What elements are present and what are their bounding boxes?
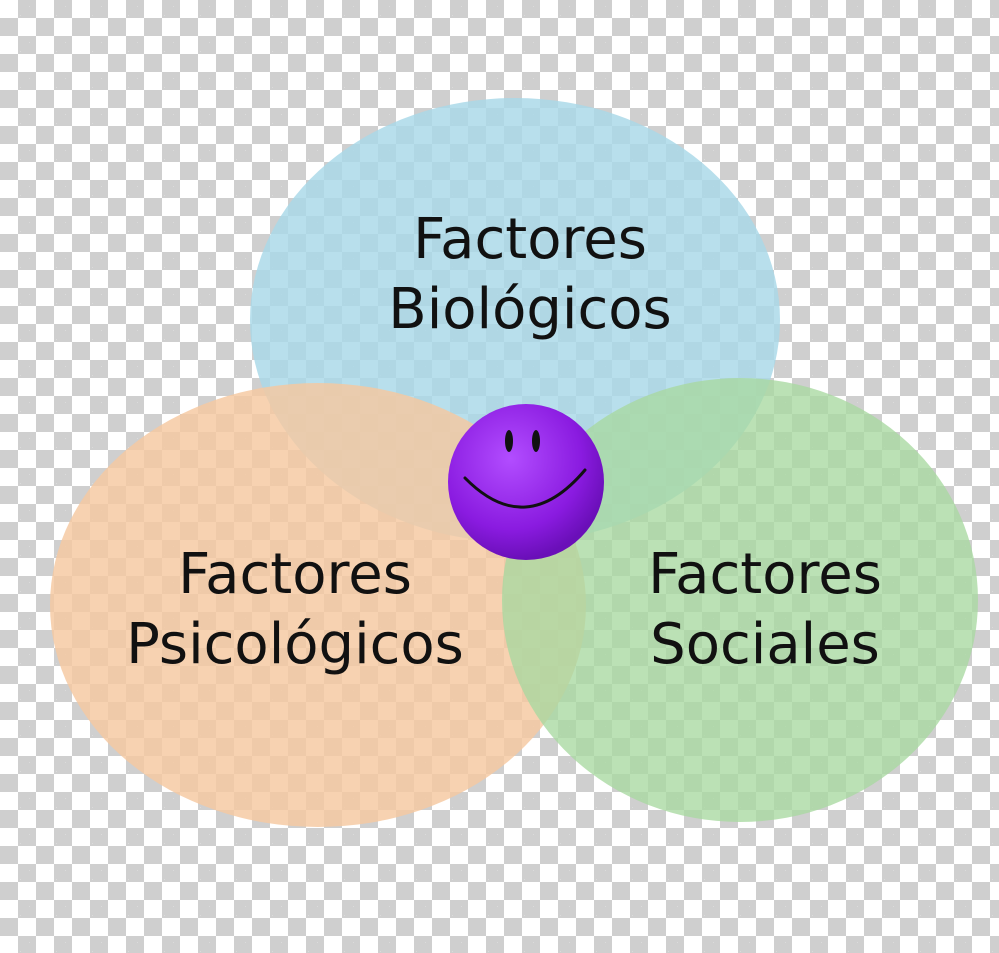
label-biologicos-line2: Biológicos (388, 277, 672, 342)
label-factores-psicologicos: Factores Psicológicos (60, 540, 530, 680)
label-psicologicos-line2: Psicológicos (126, 612, 464, 677)
label-biologicos-line1: Factores (413, 207, 647, 272)
label-sociales-line2: Sociales (650, 612, 880, 677)
label-sociales-line1: Factores (648, 542, 882, 607)
label-factores-biologicos: Factores Biológicos (330, 205, 730, 345)
smiley-face-icon (448, 404, 604, 560)
label-psicologicos-line1: Factores (178, 542, 412, 607)
circle-sociales (502, 378, 978, 822)
label-factores-sociales: Factores Sociales (585, 540, 945, 680)
